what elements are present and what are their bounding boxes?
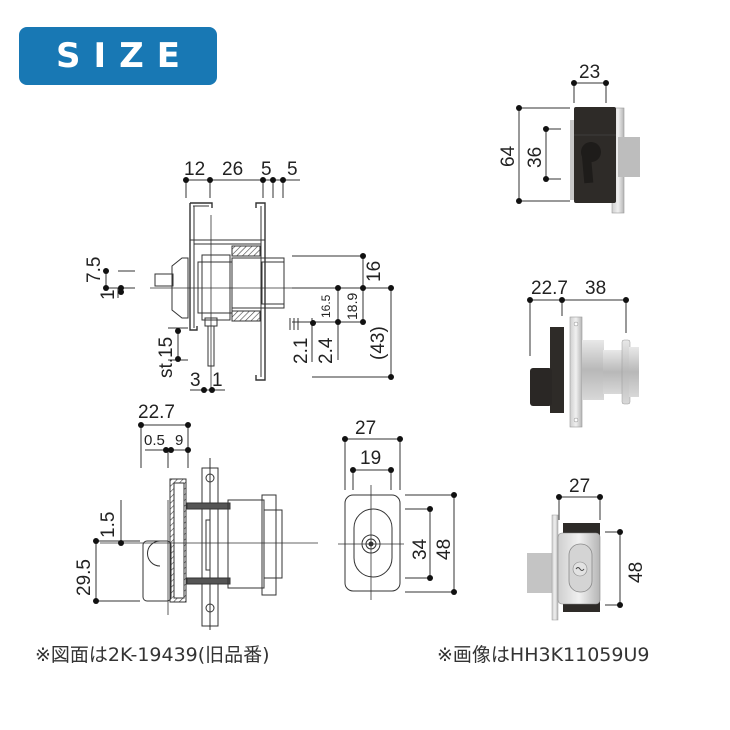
dim-38: 38 (585, 278, 606, 299)
dim-0-5: 0.5 (144, 432, 165, 449)
front-drawing (338, 436, 457, 600)
dim-16-5: 16.5 (319, 294, 333, 318)
size-header-label: SIZE (55, 36, 194, 76)
dim-5a: 5 (261, 159, 272, 180)
dim-12: 12 (184, 159, 205, 180)
dim-48-photo: 48 (626, 562, 647, 583)
dim-19: 19 (360, 448, 381, 469)
plan-drawing (93, 422, 318, 630)
photo-2-dimension-labels: 22.7 38 (531, 278, 606, 299)
dim-23: 23 (579, 62, 600, 83)
dim-18-9: 18.9 (344, 293, 360, 320)
dim-3: 3 (190, 370, 201, 391)
dim-1-5: 1.5 (98, 512, 119, 538)
photo-side-view (527, 297, 639, 428)
size-header-badge: SIZE (19, 27, 217, 85)
dim-9: 9 (175, 432, 183, 449)
side-section-drawing (103, 177, 394, 393)
image-part-number-note: ※画像はHH3K11059U9 (437, 644, 650, 666)
dim-7-5: 7.5 (84, 257, 105, 283)
photo-thumbturn-front (516, 80, 640, 214)
dim-29-5: 29.5 (74, 559, 95, 596)
dim-34: 34 (410, 538, 431, 560)
photo-cylinder-front (527, 494, 623, 621)
dim-43: (43) (368, 326, 389, 360)
dim-5b: 5 (287, 159, 298, 180)
dim-64: 64 (498, 145, 519, 167)
dim-22-7: 22.7 (138, 402, 175, 423)
dim-36: 36 (525, 147, 546, 168)
dim-2-1: 2.1 (291, 338, 312, 364)
dim-27: 27 (355, 418, 376, 439)
dim-48: 48 (434, 539, 455, 560)
dim-27-photo: 27 (569, 476, 590, 497)
dim-22-7-photo: 22.7 (531, 278, 568, 299)
dim-1-bottom: 1 (212, 370, 223, 391)
photo-3-dimension-labels: 27 48 (569, 476, 647, 583)
dim-1: 1 (98, 289, 119, 300)
drawing-part-number-note: ※図面は2K-19439(旧品番) (35, 644, 270, 666)
plan-drawing-dimension-labels: 22.7 0.5 9 1.5 29.5 (74, 402, 183, 596)
dim-26: 26 (222, 159, 243, 180)
dim-2-4: 2.4 (316, 337, 337, 364)
side-drawing-dimension-labels: 12 26 5 5 7.5 1 st.15 3 1 16 16.5 18.9 (… (84, 159, 389, 391)
photo-1-dimension-labels: 23 64 36 (498, 62, 600, 168)
front-drawing-dimension-labels: 27 19 34 48 (355, 418, 455, 560)
dim-16: 16 (364, 261, 385, 282)
dim-st15: st.15 (156, 337, 177, 378)
